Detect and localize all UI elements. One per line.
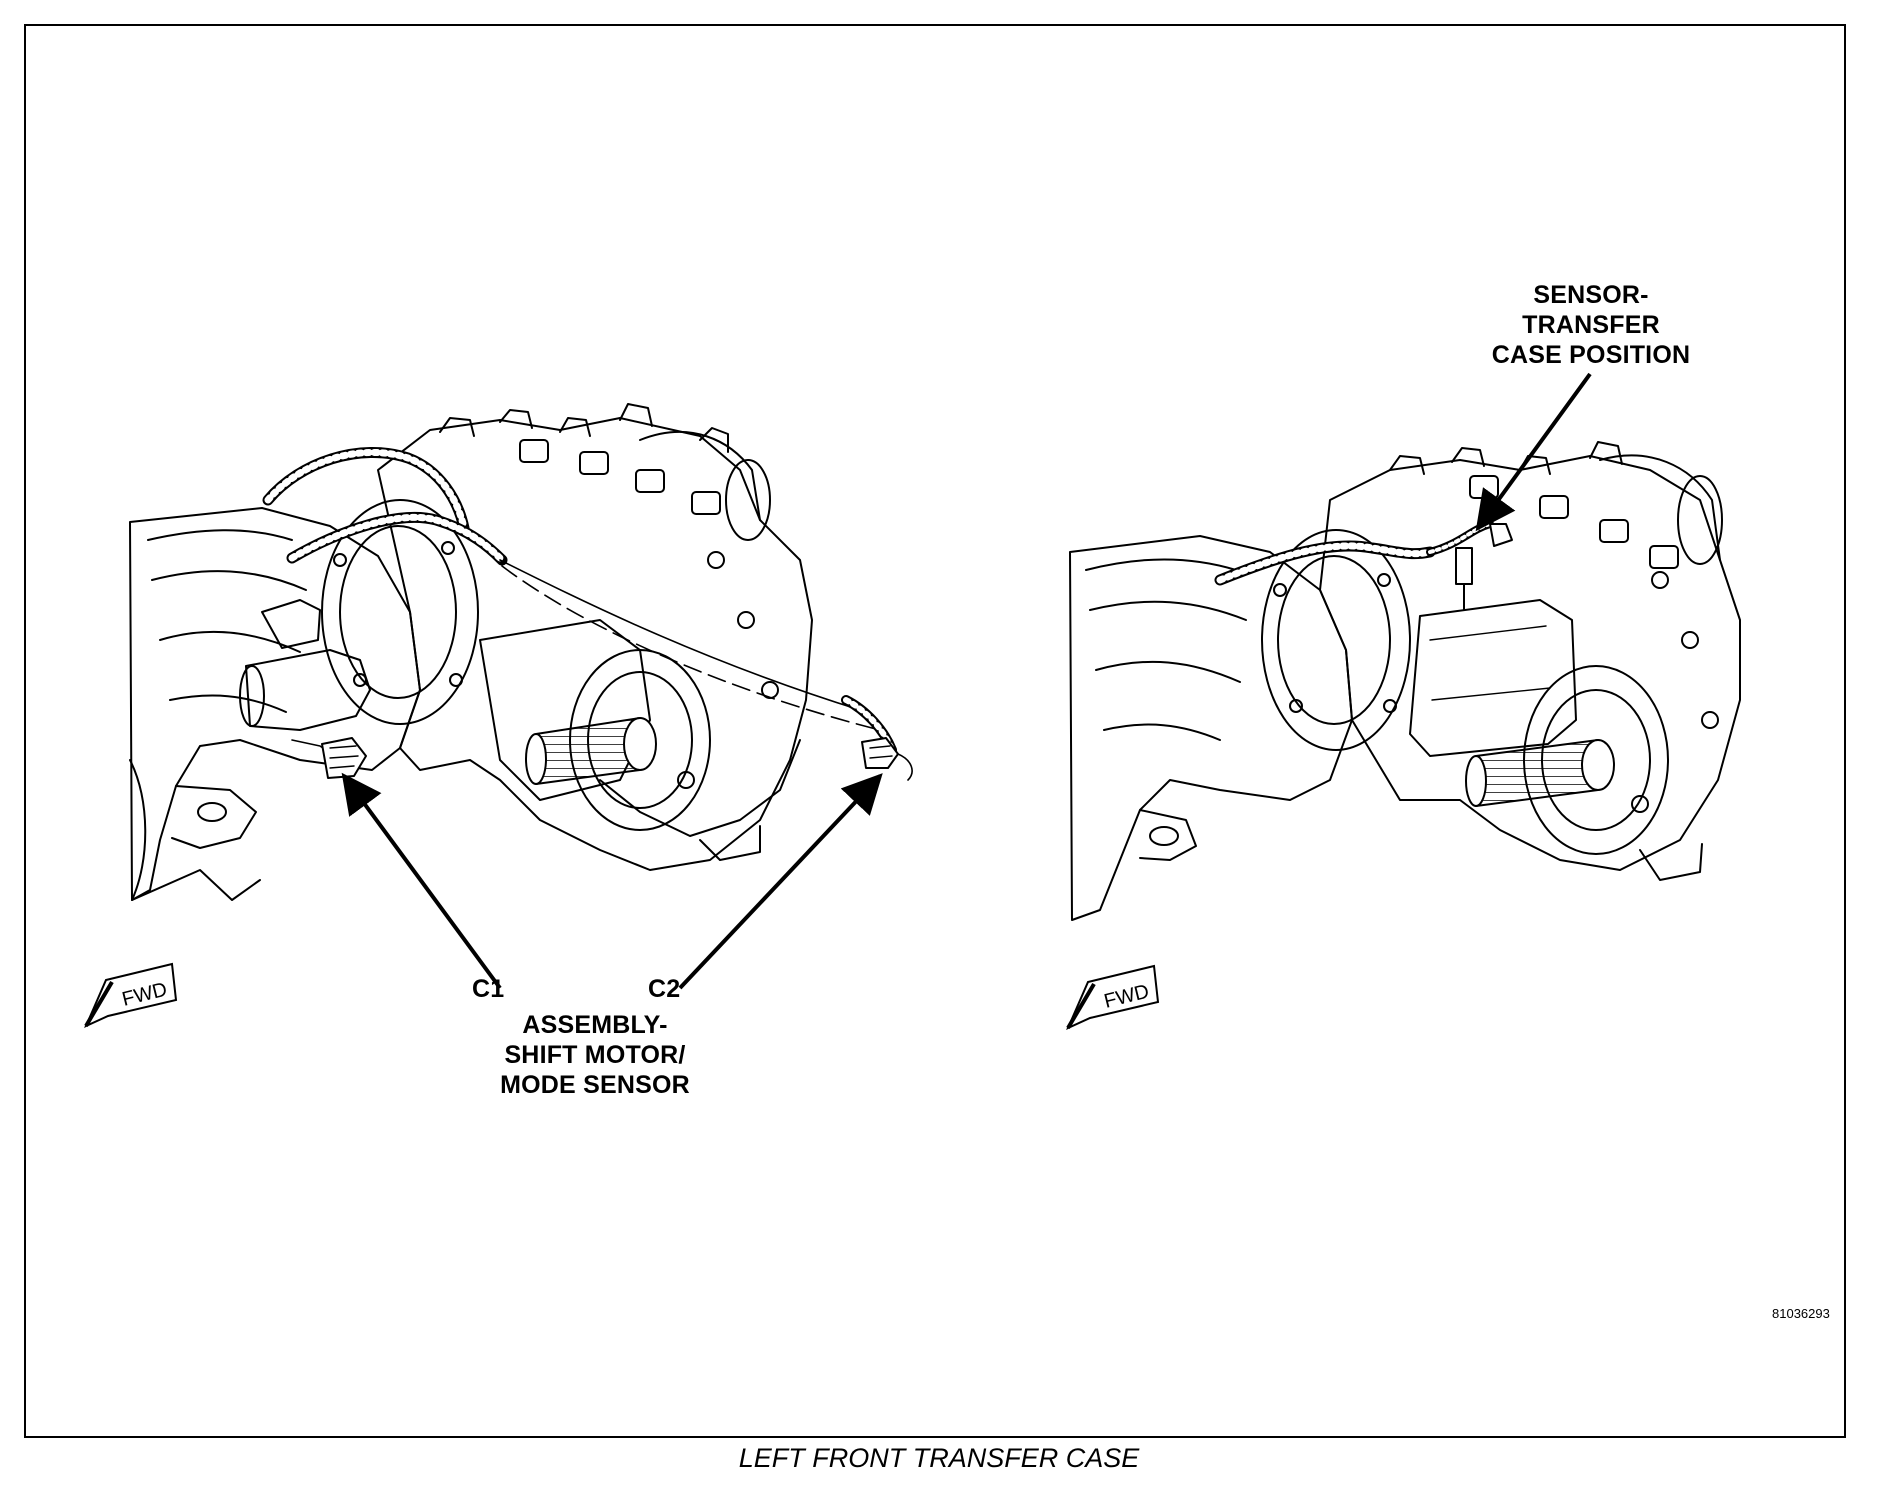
position-sensor-label-line-2: TRANSFER	[1522, 311, 1660, 339]
c2-leader-arrow	[678, 773, 883, 990]
shift-motor-label-line-3: MODE SENSOR	[500, 1071, 690, 1099]
c1-connector	[321, 737, 367, 779]
c2-connector	[841, 695, 913, 781]
shift-motor-mode-sensor-label: ASSEMBLY- SHIFT MOTOR/ MODE SENSOR	[470, 1010, 720, 1100]
c1-leader-arrow	[341, 772, 502, 990]
figure-caption: LEFT FRONT TRANSFER CASE	[738, 1443, 1140, 1473]
figure-id: 81036293	[1772, 1306, 1830, 1321]
shift-motor-label-line-2: SHIFT MOTOR/	[504, 1041, 686, 1069]
position-sensor-leader-arrow	[1475, 372, 1592, 532]
figure-frame	[24, 24, 1846, 1438]
position-sensor-label-line-3: CASE POSITION	[1491, 341, 1691, 369]
fwd-direction-marker-left: FWD	[84, 962, 178, 1028]
transfer-case-position-sensor-label: SENSOR- TRANSFER CASE POSITION	[1456, 280, 1726, 370]
c1-label: C1	[472, 975, 505, 1003]
position-sensor-label-line-1: SENSOR-	[1533, 281, 1649, 309]
left-transfer-case-view	[129, 403, 913, 901]
c2-label: C2	[648, 975, 681, 1003]
right-transfer-case-view	[1069, 441, 1741, 921]
fwd-direction-marker-right: FWD	[1066, 964, 1160, 1030]
shift-motor-label-line-1: ASSEMBLY-	[522, 1011, 668, 1039]
